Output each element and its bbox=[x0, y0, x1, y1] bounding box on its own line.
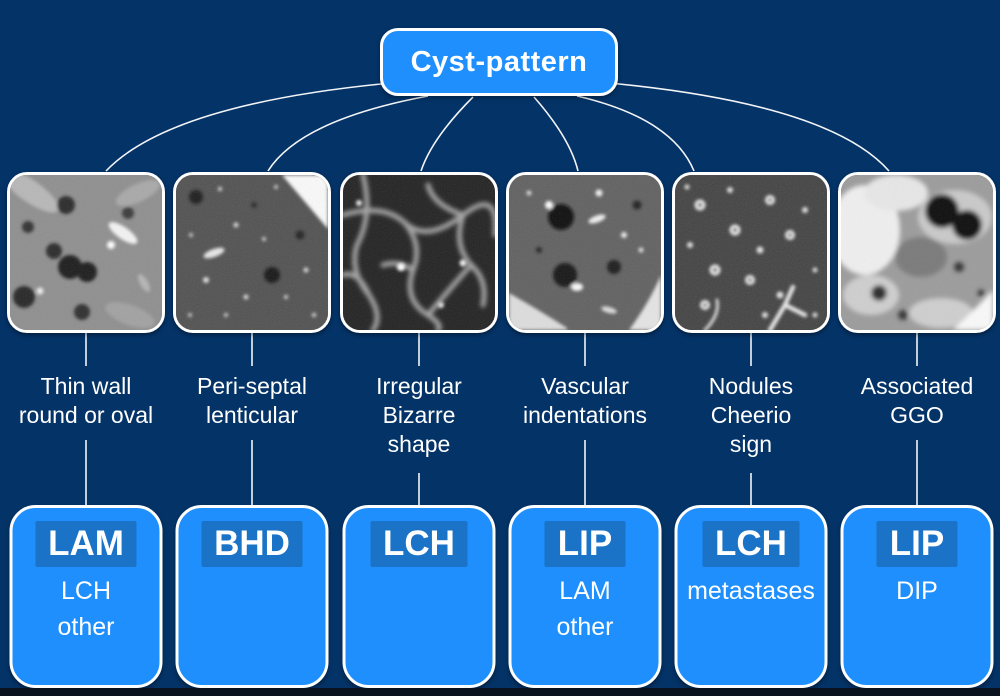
ct-image-irregular-bizarre bbox=[340, 172, 498, 333]
curve-root-to-img-3 bbox=[420, 96, 474, 172]
column-associated-ggo: Associated GGO LIP DIP bbox=[838, 172, 996, 692]
curve-root-to-img-1 bbox=[105, 82, 392, 172]
feature-label-associated-ggo: Associated GGO bbox=[829, 372, 1000, 430]
feature-line: Cheerio bbox=[710, 401, 792, 428]
feature-line: shape bbox=[387, 430, 451, 457]
feature-line: indentations bbox=[522, 401, 648, 428]
diagnosis-box-bhd: BHD bbox=[175, 505, 329, 688]
diagnosis-secondary: DIP bbox=[844, 573, 991, 609]
diagnosis-primary-badge: LAM bbox=[35, 521, 137, 567]
diagnosis-box-lip: LIP LAM other bbox=[508, 505, 662, 688]
ct-image-vascular-indentations bbox=[506, 172, 664, 333]
feature-line: lenticular bbox=[205, 401, 299, 428]
diagnosis-primary-badge: BHD bbox=[201, 521, 303, 567]
ct-image-peri-septal-lenticular bbox=[173, 172, 331, 333]
ct-image-nodules-cheerio bbox=[672, 172, 830, 333]
feature-label-vascular-indentations: Vascular indentations bbox=[497, 372, 673, 430]
diagnosis-secondary: LCH other bbox=[13, 573, 160, 646]
diagnosis-secondary-line: metastases bbox=[687, 577, 815, 605]
diagnosis-secondary: metastases bbox=[678, 573, 825, 609]
ct-bizarre-illustration bbox=[343, 175, 495, 330]
feature-line: Vascular bbox=[541, 373, 629, 399]
feature-label-peri-septal: Peri-septal lenticular bbox=[164, 372, 340, 430]
diagnosis-primary-badge: LIP bbox=[544, 521, 626, 567]
diagnosis-secondary-line: other bbox=[556, 613, 614, 642]
diagnosis-box-lip-dip: LIP DIP bbox=[840, 505, 994, 688]
feature-line: Associated bbox=[860, 373, 974, 399]
feature-line: Peri-septal bbox=[197, 373, 307, 399]
diagnosis-secondary-line: other bbox=[57, 613, 115, 642]
diagnosis-box-lam: LAM LCH other bbox=[9, 505, 163, 688]
column-irregular-bizarre: Irregular Bizarre shape LCH bbox=[340, 172, 498, 692]
diagnosis-box-lch-metastases: LCH metastases bbox=[674, 505, 828, 688]
curve-root-to-img-5 bbox=[576, 95, 695, 172]
diagnosis-secondary-line: DIP bbox=[896, 577, 938, 605]
column-vascular-indentations: Vascular indentations LIP LAM other bbox=[506, 172, 664, 692]
diagnosis-secondary: LAM other bbox=[512, 573, 659, 646]
ct-ggo-illustration bbox=[841, 175, 993, 330]
diagnosis-primary-badge: LIP bbox=[876, 521, 958, 567]
feature-label-irregular-bizarre: Irregular Bizarre shape bbox=[331, 372, 507, 459]
diagnosis-primary-badge: LCH bbox=[370, 521, 468, 567]
feature-line: GGO bbox=[890, 401, 944, 428]
ct-image-associated-ggo bbox=[838, 172, 996, 333]
root-node-cyst-pattern: Cyst-pattern bbox=[380, 28, 618, 96]
diagnosis-secondary-line: LAM bbox=[559, 577, 611, 605]
column-nodules-cheerio: Nodules Cheerio sign LCH metastases bbox=[672, 172, 830, 692]
diagnosis-box-lch: LCH bbox=[342, 505, 496, 688]
ct-thin-wall-illustration bbox=[10, 175, 162, 330]
curve-root-to-img-6 bbox=[608, 82, 890, 172]
feature-line: Nodules bbox=[708, 373, 794, 399]
ct-image-thin-wall-round-oval bbox=[7, 172, 165, 333]
column-peri-septal: Peri-septal lenticular BHD bbox=[173, 172, 331, 692]
ct-cheerio-illustration bbox=[675, 175, 827, 330]
feature-line: round or oval bbox=[18, 401, 154, 428]
curve-root-to-img-2 bbox=[267, 95, 429, 172]
feature-label-thin-wall: Thin wall round or oval bbox=[0, 372, 174, 430]
ct-peri-septal-illustration bbox=[176, 175, 328, 330]
bottom-border-strip bbox=[0, 688, 1000, 696]
ct-vascular-illustration bbox=[509, 175, 661, 330]
root-node-label: Cyst-pattern bbox=[410, 45, 588, 78]
column-thin-wall: Thin wall round or oval LAM LCH other bbox=[7, 172, 165, 692]
feature-label-nodules-cheerio: Nodules Cheerio sign bbox=[663, 372, 839, 459]
feature-line: Thin wall bbox=[40, 373, 132, 399]
curve-root-to-img-4 bbox=[533, 96, 579, 172]
diagnosis-secondary-line: LCH bbox=[60, 577, 111, 605]
feature-line: Bizarre bbox=[382, 401, 456, 428]
diagnosis-primary-badge: LCH bbox=[702, 521, 800, 567]
feature-line: Irregular bbox=[376, 373, 462, 399]
feature-line: sign bbox=[729, 430, 773, 457]
